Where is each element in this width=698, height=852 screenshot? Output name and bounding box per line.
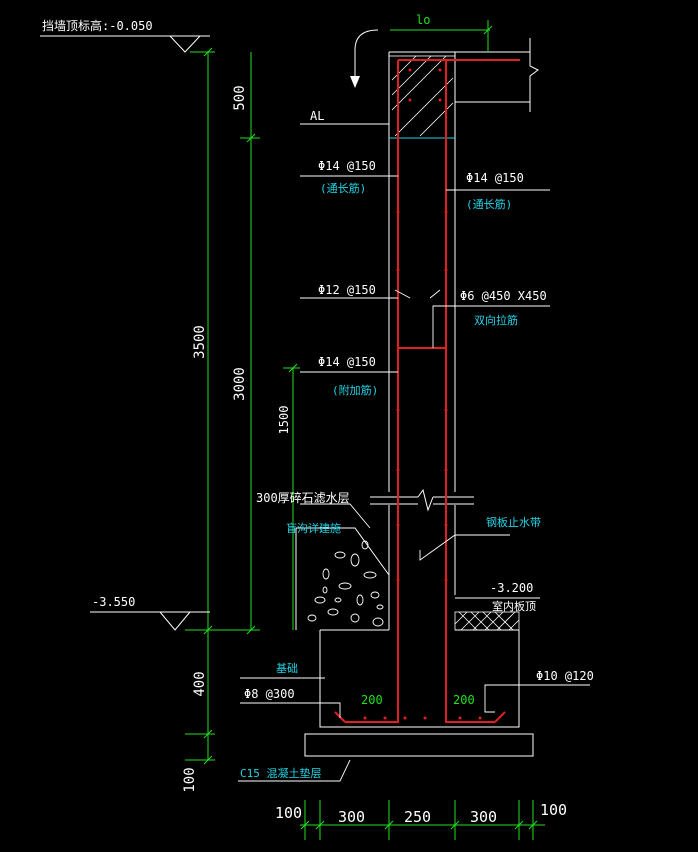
rebar-right-top-note: (通长筋) <box>466 197 512 211</box>
al-label: AL <box>310 109 324 123</box>
rebar-left-top: Φ14 @150 <box>318 159 376 173</box>
dim-bottom-3: 250 <box>404 808 431 826</box>
rebar-add-note: (附加筋) <box>332 383 378 397</box>
dim-bottom-4: 300 <box>470 808 497 826</box>
elevation-marks <box>159 35 201 631</box>
dim-1500: 1500 <box>277 406 291 435</box>
right-floor-elevation: -3.200 <box>490 581 533 595</box>
dim-500: 500 <box>232 85 248 110</box>
rebar-mid-left: Φ12 @150 <box>318 283 376 297</box>
dimension-lines <box>185 20 545 840</box>
dim-100-left: 100 <box>182 767 198 792</box>
left-bottom-elevation: -3.550 <box>92 595 135 609</box>
wall-outline <box>295 38 539 757</box>
top-elevation-label: 挡墙顶标高:-0.050 <box>42 18 153 33</box>
dim-400: 400 <box>192 671 208 696</box>
rebar-add: Φ14 @150 <box>318 355 376 369</box>
dim-bottom-2: 300 <box>338 808 365 826</box>
dim-bottom-1: 100 <box>275 804 302 822</box>
waterstop-label: 钢板止水带 <box>486 515 541 529</box>
rebar-right-top: Φ14 @150 <box>466 171 524 185</box>
leader-lines <box>40 35 590 782</box>
rebar-left-top-note: (通长筋) <box>320 181 366 195</box>
floor-slab-hatch <box>454 611 520 631</box>
tie-note: 双向拉筋 <box>474 313 518 327</box>
lo-hook <box>354 29 379 80</box>
rebar <box>334 59 520 723</box>
gravel-fill <box>307 540 384 627</box>
dim-200-left: 200 <box>361 693 383 707</box>
foundation-rebar-right: Φ10 @120 <box>536 669 594 683</box>
rebar-dots <box>363 68 482 720</box>
blind-pipe-label: 盲沟详建施 <box>286 521 341 535</box>
dim-3500: 3500 <box>192 325 208 359</box>
foundation-label: 基础 <box>276 662 298 675</box>
tie-rebar: Φ6 @450 X450 <box>460 289 547 303</box>
cushion-label: C15 混凝土垫层 <box>240 766 322 780</box>
dim-bottom-5: 100 <box>540 801 567 819</box>
foundation-rebar: Φ8 @300 <box>244 687 295 701</box>
lo-dim-label: lo <box>416 13 430 27</box>
floor-slab-label: 室内板顶 <box>492 599 536 613</box>
dim-3000: 3000 <box>232 367 248 401</box>
lo-arrow-icon <box>350 76 360 88</box>
dim-200-right: 200 <box>453 693 475 707</box>
filter-layer-label: 300厚碎石滤水层 <box>256 490 350 505</box>
